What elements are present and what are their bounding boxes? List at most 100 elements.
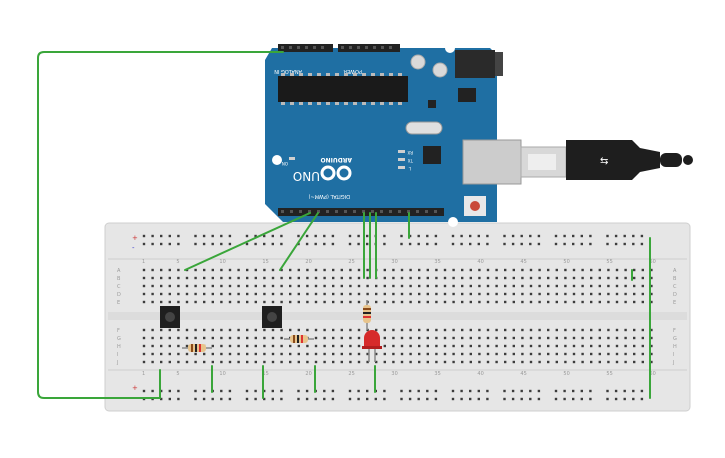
breadboard-hole[interactable] xyxy=(633,268,636,272)
rail-hole[interactable] xyxy=(151,234,154,238)
breadboard-hole[interactable] xyxy=(211,300,214,304)
breadboard-hole[interactable] xyxy=(185,284,189,288)
breadboard-hole[interactable] xyxy=(323,268,326,272)
rail-hole[interactable] xyxy=(417,234,420,238)
breadboard-hole[interactable] xyxy=(383,352,386,356)
breadboard-hole[interactable] xyxy=(400,328,404,332)
breadboard-hole[interactable] xyxy=(495,300,498,304)
breadboard-hole[interactable] xyxy=(306,344,309,348)
rail-hole[interactable] xyxy=(254,234,257,238)
rail-hole[interactable] xyxy=(572,242,575,246)
header-pin[interactable] xyxy=(416,210,419,213)
breadboard-hole[interactable] xyxy=(598,284,601,288)
breadboard-hole[interactable] xyxy=(641,300,644,304)
breadboard-hole[interactable] xyxy=(185,352,189,356)
breadboard-hole[interactable] xyxy=(469,336,472,340)
rail-hole[interactable] xyxy=(348,242,352,246)
breadboard-hole[interactable] xyxy=(590,344,593,348)
breadboard-hole[interactable] xyxy=(529,360,533,364)
breadboard-hole[interactable] xyxy=(168,268,171,272)
breadboard-hole[interactable] xyxy=(332,276,335,280)
breadboard-hole[interactable] xyxy=(211,360,214,364)
breadboard-hole[interactable] xyxy=(314,284,318,288)
breadboard-hole[interactable] xyxy=(220,328,223,332)
breadboard-hole[interactable] xyxy=(357,360,361,364)
breadboard-hole[interactable] xyxy=(504,328,507,332)
rail-hole[interactable] xyxy=(211,242,214,246)
breadboard-hole[interactable] xyxy=(323,292,326,296)
breadboard-hole[interactable] xyxy=(383,344,386,348)
breadboard-hole[interactable] xyxy=(624,276,627,280)
rail-hole[interactable] xyxy=(580,242,583,246)
breadboard-hole[interactable] xyxy=(332,292,335,296)
rail-hole[interactable] xyxy=(580,389,583,393)
breadboard-hole[interactable] xyxy=(177,328,180,332)
rail-hole[interactable] xyxy=(142,242,146,246)
rail-hole[interactable] xyxy=(400,397,403,401)
breadboard-hole[interactable] xyxy=(521,300,524,304)
breadboard-hole[interactable] xyxy=(547,336,550,340)
breadboard-hole[interactable] xyxy=(237,300,240,304)
breadboard-hole[interactable] xyxy=(332,352,335,356)
header-pin[interactable] xyxy=(381,46,384,49)
rail-hole[interactable] xyxy=(408,242,412,246)
breadboard-hole[interactable] xyxy=(409,328,412,332)
breadboard-hole[interactable] xyxy=(555,276,558,280)
breadboard-hole[interactable] xyxy=(177,284,180,288)
breadboard-hole[interactable] xyxy=(650,336,653,340)
header-pin[interactable] xyxy=(357,46,360,49)
breadboard-hole[interactable] xyxy=(246,276,249,280)
breadboard-hole[interactable] xyxy=(340,276,343,280)
breadboard-hole[interactable] xyxy=(228,268,232,272)
breadboard-hole[interactable] xyxy=(607,300,610,304)
rail-hole[interactable] xyxy=(297,234,300,238)
breadboard-hole[interactable] xyxy=(435,292,438,296)
rail-hole[interactable] xyxy=(486,234,489,238)
breadboard-hole[interactable] xyxy=(340,344,343,348)
breadboard-hole[interactable] xyxy=(392,360,395,364)
breadboard-hole[interactable] xyxy=(624,336,627,340)
header-pin[interactable] xyxy=(434,210,437,213)
breadboard-hole[interactable] xyxy=(469,268,472,272)
rail-hole[interactable] xyxy=(280,234,283,238)
rail-hole[interactable] xyxy=(280,389,283,393)
breadboard-hole[interactable] xyxy=(400,344,404,348)
rail-hole[interactable] xyxy=(305,397,309,401)
breadboard-hole[interactable] xyxy=(538,352,541,356)
breadboard-hole[interactable] xyxy=(581,300,584,304)
breadboard-hole[interactable] xyxy=(486,268,490,272)
rail-hole[interactable] xyxy=(640,389,644,393)
digital-header[interactable] xyxy=(278,208,444,216)
breadboard-hole[interactable] xyxy=(203,336,206,340)
breadboard-hole[interactable] xyxy=(650,328,653,332)
breadboard-hole[interactable] xyxy=(280,344,283,348)
breadboard-hole[interactable] xyxy=(254,276,257,280)
breadboard-hole[interactable] xyxy=(486,292,490,296)
breadboard-hole[interactable] xyxy=(280,276,283,280)
breadboard-hole[interactable] xyxy=(375,300,378,304)
breadboard-hole[interactable] xyxy=(323,336,326,340)
breadboard-hole[interactable] xyxy=(271,336,275,340)
breadboard-hole[interactable] xyxy=(512,344,515,348)
rail-hole[interactable] xyxy=(632,397,635,401)
breadboard-hole[interactable] xyxy=(641,328,644,332)
rail-hole[interactable] xyxy=(580,234,583,238)
breadboard-hole[interactable] xyxy=(418,292,421,296)
rail-hole[interactable] xyxy=(142,234,146,238)
rail-hole[interactable] xyxy=(520,389,523,393)
breadboard-hole[interactable] xyxy=(409,276,412,280)
rail-hole[interactable] xyxy=(503,389,506,393)
breadboard-hole[interactable] xyxy=(598,336,601,340)
breadboard-hole[interactable] xyxy=(254,284,257,288)
breadboard-hole[interactable] xyxy=(572,336,576,340)
breadboard-hole[interactable] xyxy=(452,268,455,272)
rail-hole[interactable] xyxy=(589,397,592,401)
breadboard-hole[interactable] xyxy=(220,292,223,296)
breadboard-hole[interactable] xyxy=(521,328,524,332)
breadboard-hole[interactable] xyxy=(409,268,412,272)
breadboard-hole[interactable] xyxy=(349,292,352,296)
rail-hole[interactable] xyxy=(177,242,180,246)
breadboard-hole[interactable] xyxy=(409,284,412,288)
breadboard-hole[interactable] xyxy=(383,292,386,296)
breadboard-hole[interactable] xyxy=(615,284,619,288)
